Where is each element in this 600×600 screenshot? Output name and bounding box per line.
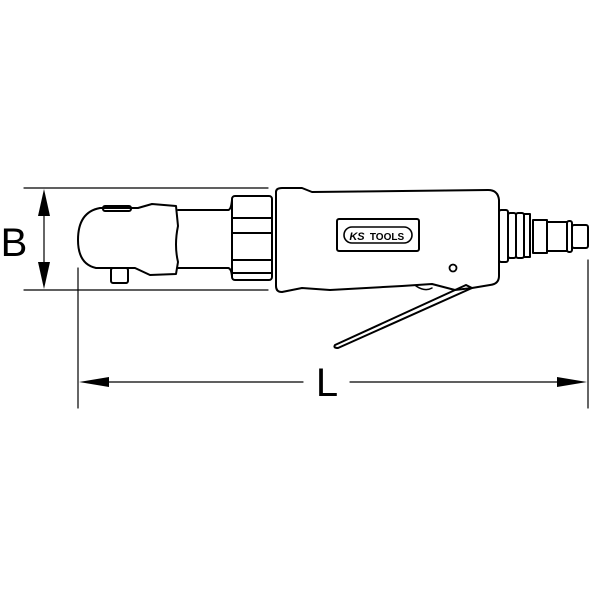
ratchet-head [77, 203, 179, 276]
rear-cap [498, 209, 509, 263]
logo-pill [343, 226, 413, 244]
connector-body [546, 221, 568, 252]
dimension-label-l: L [316, 361, 338, 405]
hex-nut [231, 195, 273, 281]
b-arrow-up-icon [38, 189, 50, 216]
connector-hex [532, 219, 548, 254]
connector-nipple [571, 224, 589, 249]
l-arrow-right-icon [557, 377, 587, 387]
lever-pivot [415, 285, 433, 291]
pin-circle [448, 263, 458, 273]
connector-ring-1 [507, 212, 517, 259]
ratchet-switch [102, 205, 132, 212]
logo-ks-text: KS [349, 231, 365, 243]
logo-box [336, 218, 420, 252]
connector-ring-2 [515, 212, 525, 259]
trigger-lever [333, 284, 473, 349]
connector-ring-3 [523, 213, 531, 258]
logo-tools-text: TOOLS [370, 232, 405, 243]
b-arrow-down-icon [38, 262, 50, 289]
dimension-label-b: B [1, 221, 28, 265]
l-arrow-left-icon [79, 377, 109, 387]
motor-housing [275, 187, 500, 293]
square-drive [110, 267, 129, 284]
